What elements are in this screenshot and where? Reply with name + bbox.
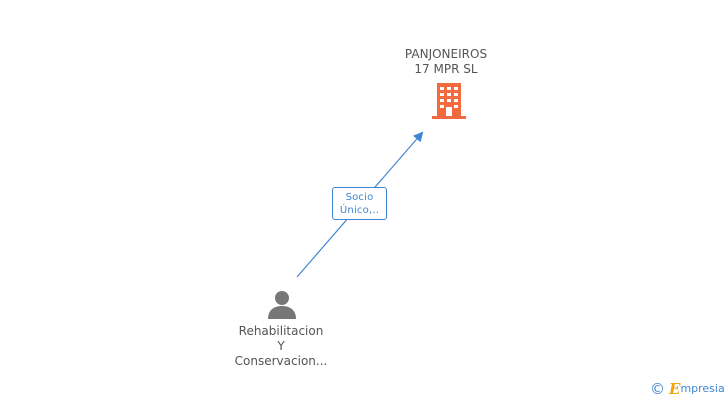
relation-label-line1: Socio — [345, 192, 374, 203]
brand-logo-initial: E — [669, 380, 681, 398]
relation-label-line2: Único,.. — [339, 205, 380, 216]
person-name-line1: Rehabilitacion — [238, 324, 324, 338]
company-label[interactable]: PANJONEIROS 17 MPR SL — [366, 47, 526, 77]
person-icon[interactable] — [267, 289, 297, 323]
brand-logo-text: mpresia — [680, 382, 725, 395]
brand-footer[interactable]: © E mpresia — [650, 380, 725, 398]
company-name-line1: PANJONEIROS — [404, 47, 488, 61]
person-name-line2: Y — [277, 339, 285, 353]
building-icon[interactable] — [432, 83, 466, 123]
person-label[interactable]: Rehabilitacion Y Conservacion... — [200, 324, 362, 369]
person-name-line3: Conservacion... — [234, 354, 328, 368]
copyright-icon: © — [650, 380, 665, 398]
company-name-line2: 17 MPR SL — [414, 62, 478, 76]
relation-badge[interactable]: Socio Único,.. — [332, 187, 387, 220]
